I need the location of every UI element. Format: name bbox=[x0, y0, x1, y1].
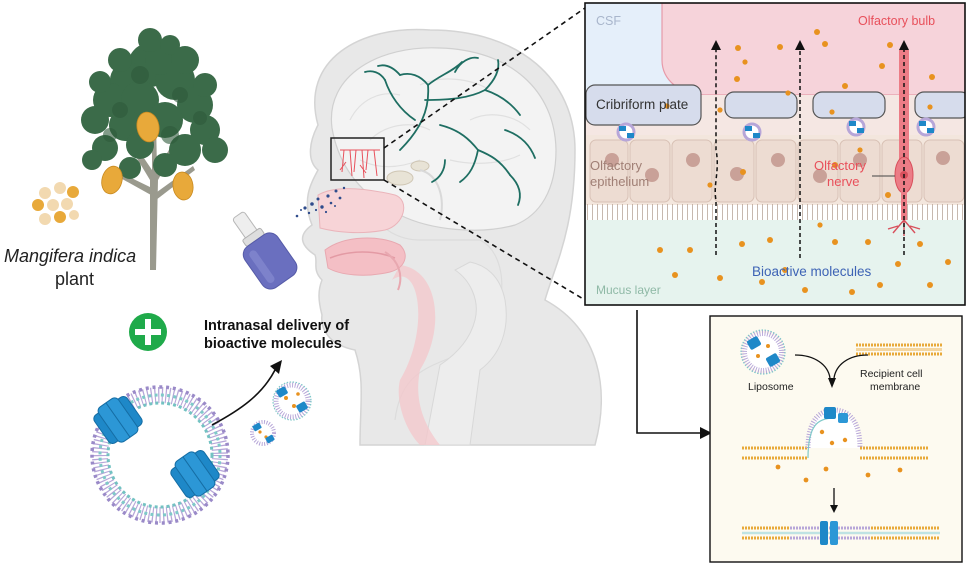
plate-liposomes bbox=[616, 117, 936, 142]
spray-droplets bbox=[295, 186, 346, 218]
recipient-label-1: Recipient cell bbox=[860, 368, 922, 380]
mucus-layer-label: Mucus layer bbox=[596, 283, 661, 297]
delivery-title-line2: bioactive molecules bbox=[204, 336, 342, 352]
fused-membrane-step3 bbox=[742, 521, 940, 545]
olfactory-bulb-label: Olfactory bulb bbox=[858, 14, 935, 28]
plant-name-italic: Mangifera indica bbox=[4, 246, 136, 266]
zoom-line-bottom bbox=[383, 179, 586, 301]
transport-arrows bbox=[714, 48, 905, 258]
connector-arrow bbox=[636, 310, 700, 434]
olfactory-epithelium-label-2: epithelium bbox=[590, 174, 649, 189]
olfactory-nerve-label-1: Olfactory bbox=[814, 158, 867, 173]
plant-suffix: plant bbox=[55, 269, 94, 289]
recipient-label-2: membrane bbox=[870, 381, 920, 393]
zoom-line-top bbox=[383, 7, 586, 149]
mango-fruits bbox=[101, 111, 194, 201]
csf-label: CSF bbox=[596, 14, 621, 28]
zoom-panel: CSF Olfactory bulb Cribriform plate Olfa… bbox=[584, 2, 966, 306]
liposome-large bbox=[90, 385, 230, 525]
bioactive-molecules-label: Bioactive molecules bbox=[752, 264, 872, 279]
olfactory-nerve-mini bbox=[339, 149, 380, 179]
zoom-source-box bbox=[330, 137, 385, 181]
olfactory-nerve-label-2: nerve bbox=[827, 174, 860, 189]
bioactive-molecule-dots bbox=[657, 29, 951, 295]
liposome-label: Liposome bbox=[748, 381, 794, 393]
liposome-step1 bbox=[740, 329, 786, 375]
delivery-arrow bbox=[211, 369, 276, 426]
nasal-spray-bottle bbox=[232, 211, 298, 290]
brain-nerve-branches bbox=[364, 56, 536, 206]
liposome-small-1 bbox=[272, 381, 312, 421]
recipient-membrane-step1 bbox=[856, 343, 942, 356]
delivery-title-line1: Intranasal delivery of bbox=[204, 318, 349, 334]
mango-tree bbox=[81, 28, 228, 270]
fusion-step2 bbox=[742, 407, 928, 483]
cribriform-plate-label: Cribriform plate bbox=[596, 97, 688, 112]
plus-icon bbox=[129, 313, 167, 351]
mango-seeds bbox=[32, 182, 79, 225]
liposome-small-2 bbox=[250, 420, 276, 446]
fusion-panel: Liposome Recipient cell membrane bbox=[709, 315, 963, 563]
cribriform-plate-block bbox=[585, 84, 702, 126]
head-illustration bbox=[232, 28, 603, 446]
olfactory-epithelium-label-1: Olfactory bbox=[590, 158, 643, 173]
epithelium-cells bbox=[589, 139, 965, 203]
